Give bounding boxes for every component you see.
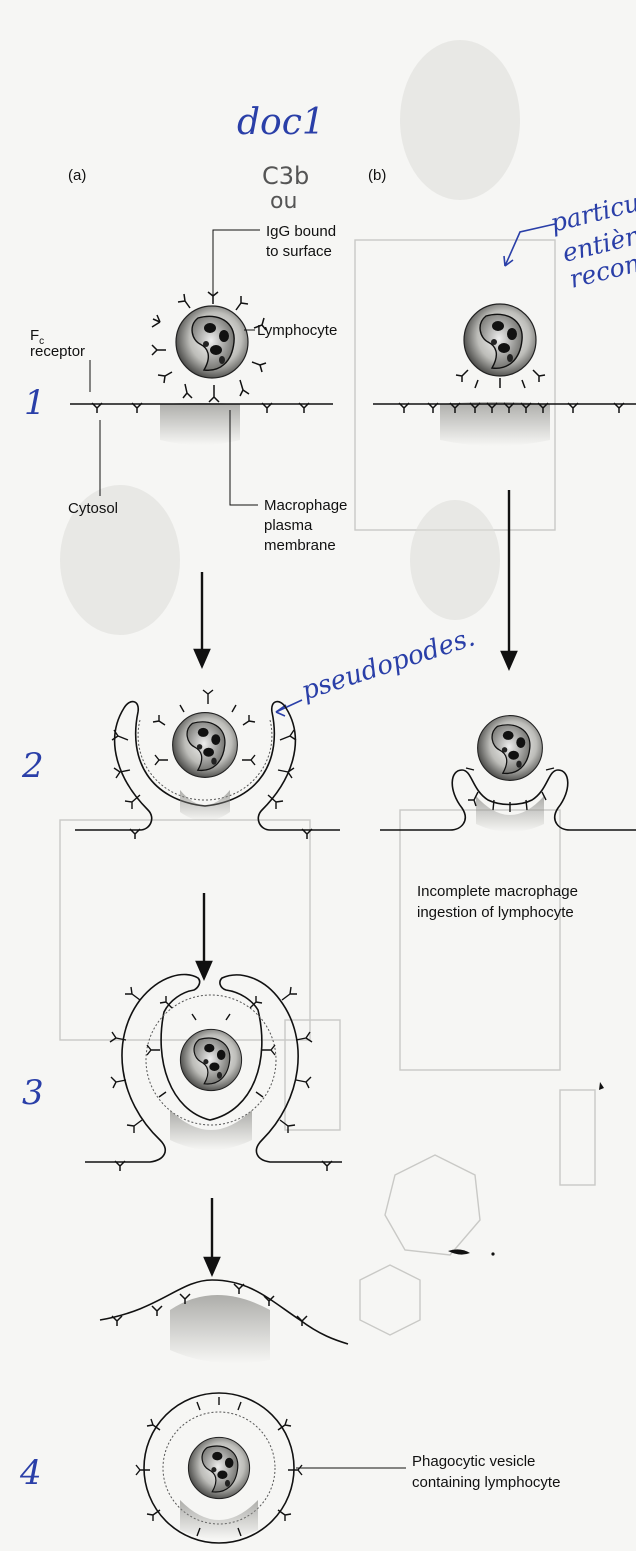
ou-note: ou xyxy=(270,189,297,214)
lymphocyte-cell-step3 xyxy=(180,1029,241,1090)
step2-panel-b: Incomplete macrophage ingestion of lymph… xyxy=(380,716,636,921)
fc-label-main: F xyxy=(30,327,39,344)
membrane-label-line2: plasma xyxy=(264,517,313,534)
igg-label-line1: IgG bound xyxy=(266,223,336,240)
lymphocyte-cell-step2 xyxy=(173,713,238,778)
membrane-label-line3: membrane xyxy=(264,537,336,554)
lymphocyte-cell-step4 xyxy=(188,1437,249,1498)
step3-engulfment xyxy=(85,974,342,1171)
step1-panel-b xyxy=(373,304,636,446)
incomplete-label-line1: Incomplete macrophage xyxy=(417,883,578,900)
step-number-4: 4 xyxy=(19,1453,42,1493)
membrane-label-line1: Macrophage xyxy=(264,497,347,514)
doc-title: doc1 xyxy=(237,102,325,143)
vesicle-label-line1: Phagocytic vesicle xyxy=(412,1453,535,1470)
lymphocyte-cell-b xyxy=(464,304,536,376)
step-number-1: 1 xyxy=(24,383,46,423)
incomplete-label-line2: ingestion of lymphocyte xyxy=(417,904,574,921)
cytosol-label: Cytosol xyxy=(68,500,118,517)
step-number-3: 3 xyxy=(22,1073,44,1113)
vesicle-label-line2: containing lymphocyte xyxy=(412,1474,560,1491)
lymphocyte-label: Lymphocyte xyxy=(257,322,337,339)
panel-b-label: (b) xyxy=(368,167,386,184)
c3b-note: C3b xyxy=(262,162,309,190)
membrane-shade-b xyxy=(440,402,550,446)
panel-a-label: (a) xyxy=(68,167,86,184)
step2-panel-a xyxy=(75,690,340,839)
step1-panel-a: IgG bound to surface Lymphocyte Fc recep… xyxy=(30,223,347,554)
lymphocyte-cell-step2b xyxy=(478,716,543,781)
membrane-shade xyxy=(160,403,240,445)
step4-vesicle: Phagocytic vesicle containing lymphocyte xyxy=(100,1280,560,1543)
igg-leader xyxy=(213,230,260,300)
membrane-bulge-shade xyxy=(170,1295,270,1363)
igg-label-line2: to surface xyxy=(266,243,332,260)
step-number-2: 2 xyxy=(21,746,44,786)
receptor-label: receptor xyxy=(30,343,85,360)
lymphocyte-cell xyxy=(176,306,248,378)
pseudopods-note: pseudopodes. xyxy=(298,622,479,706)
